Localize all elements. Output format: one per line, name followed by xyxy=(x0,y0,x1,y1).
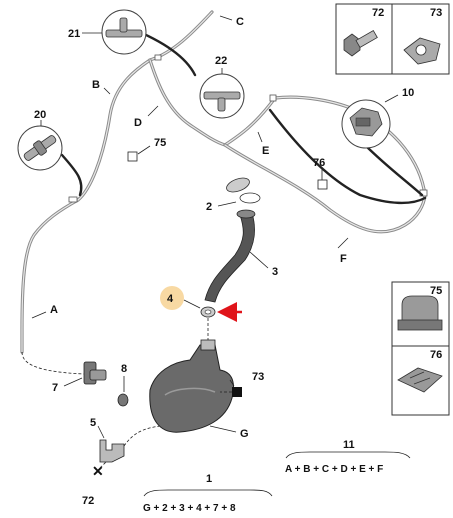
hose-c xyxy=(148,10,214,62)
hose-label-a: A xyxy=(50,304,58,316)
seal-4: 4 xyxy=(160,286,242,322)
marker-75-main: 75 xyxy=(127,137,166,162)
hose-f xyxy=(223,143,427,234)
square-marker-icon xyxy=(232,387,242,397)
callout-7: 7 xyxy=(52,382,58,394)
detail-bubble-20: 20 xyxy=(17,109,63,171)
kit-11-formula: 11 A + B + C + D + E + F xyxy=(285,439,411,475)
hose-label-e: E xyxy=(262,145,269,157)
fastener-72-main: ✕ 72 xyxy=(82,461,107,507)
detail-bubble-10: 10 xyxy=(341,87,414,149)
callout-73-box: 73 xyxy=(430,7,442,19)
t-connector-21-icon xyxy=(105,17,143,38)
callout-10: 10 xyxy=(402,87,414,99)
hose-label-g: G xyxy=(240,428,249,440)
callout-75-box: 75 xyxy=(430,285,442,297)
fastener-box-72-73: 72 73 xyxy=(335,3,450,75)
nut-73-icon xyxy=(403,37,441,65)
bracket-5: 5 xyxy=(90,417,125,463)
non-return-valve-20-icon xyxy=(23,135,57,161)
washer-jet-10-icon xyxy=(349,107,383,137)
kit-11-parts: A + B + C + D + E + F xyxy=(285,464,383,475)
hose-e xyxy=(223,95,427,197)
filler-neck-3: 3 xyxy=(204,209,278,303)
marker-76-main: 76 xyxy=(313,157,328,190)
clip-76-icon xyxy=(397,367,443,393)
callout-22: 22 xyxy=(215,55,227,67)
hose-label-c: C xyxy=(236,16,244,28)
callout-72-main: 72 xyxy=(82,495,94,507)
hose-b xyxy=(76,58,152,202)
hose-label-b: B xyxy=(92,79,100,91)
detail-bubble-22: 22 xyxy=(199,55,245,119)
callout-73-main: 73 xyxy=(252,371,264,383)
kit-1-formula: 1 G + 2 + 3 + 4 + 7 + 8 xyxy=(143,473,273,514)
callout-21: 21 xyxy=(68,28,80,40)
callout-2: 2 xyxy=(206,201,212,213)
hose-clips xyxy=(68,54,428,203)
callout-75-main: 75 xyxy=(154,137,166,149)
t-connector-22-icon xyxy=(203,91,241,112)
callout-3: 3 xyxy=(272,266,278,278)
hose-letter-labels: A B C D E F xyxy=(31,15,349,319)
clip-box-75-76: 75 76 xyxy=(391,281,450,416)
fastener-73-main: 73 xyxy=(220,371,264,397)
bolt-72-icon xyxy=(343,29,378,57)
callout-4-highlight xyxy=(160,286,184,310)
callout-76-box: 76 xyxy=(430,349,442,361)
callout-76-main: 76 xyxy=(313,157,325,169)
callout-4: 4 xyxy=(167,293,174,305)
clip-75-icon xyxy=(397,295,443,331)
cross-marker-icon: ✕ xyxy=(92,463,104,479)
detail-bubble-21: 21 xyxy=(68,9,147,55)
washer-reservoir-g: G xyxy=(149,318,249,440)
callout-72-box: 72 xyxy=(372,7,384,19)
hose-d xyxy=(148,58,227,147)
kit-1-parts: G + 2 + 3 + 4 + 7 + 8 xyxy=(143,503,236,514)
callout-5: 5 xyxy=(90,417,96,429)
callout-20: 20 xyxy=(34,109,46,121)
hose-label-f: F xyxy=(340,253,347,265)
callout-11: 11 xyxy=(343,439,355,451)
callout-8: 8 xyxy=(121,363,127,375)
filler-cap-2: 2 xyxy=(206,177,261,213)
grommet-8: 8 xyxy=(117,363,129,407)
hose-a xyxy=(20,198,85,375)
hose-label-d: D xyxy=(134,117,142,129)
washer-pump-7: 7 xyxy=(52,361,107,394)
callout-1: 1 xyxy=(206,473,212,485)
